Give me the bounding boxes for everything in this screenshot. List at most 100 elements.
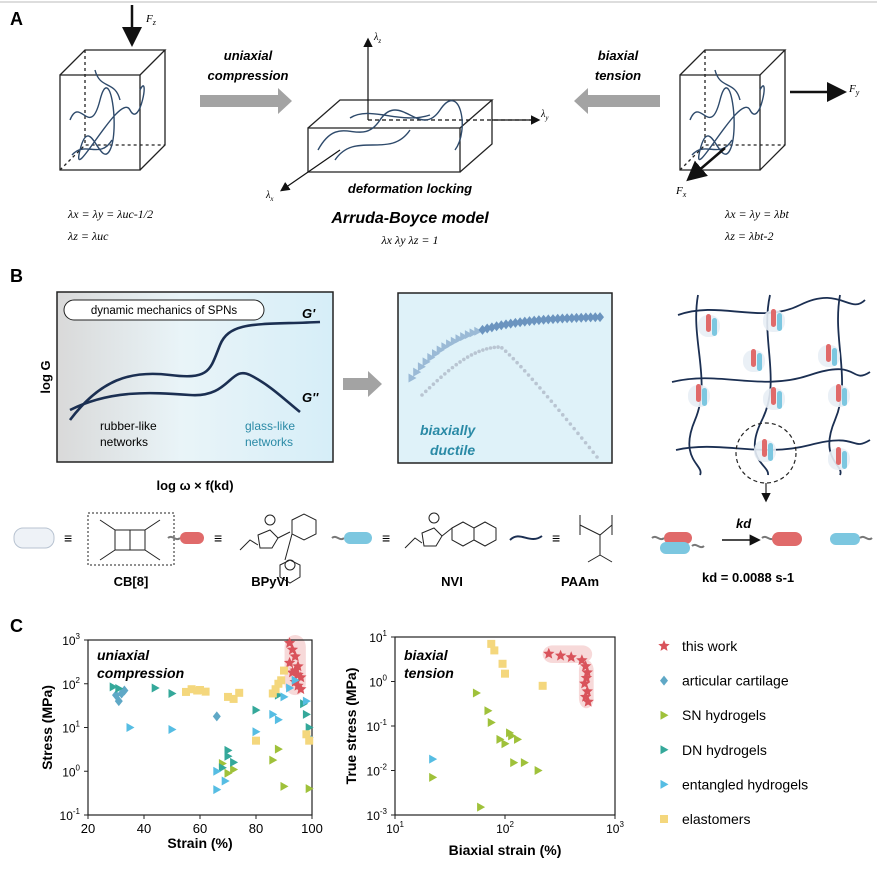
nvi-tail-icon [331,535,345,541]
data-point [472,688,481,698]
data-point [277,676,286,685]
data-point [151,683,160,693]
data-point [534,766,543,775]
y-tick-label: 10-1 [367,718,388,734]
ductile-point [422,357,431,367]
ductile-point [469,353,474,357]
network-diagram [671,294,871,503]
data-point [498,659,507,668]
compression-label: compression [208,68,289,83]
data-point [213,785,222,795]
data-point [305,736,314,745]
chart1-ylabel: Stress (MPa) [39,685,55,770]
data-point [501,669,509,678]
cb8-structure [87,512,175,566]
ductile-point [511,317,520,328]
y-tick-label: 100 [62,763,80,779]
ductile-point [525,316,534,327]
data-point [114,696,123,707]
ductile-point [534,381,538,386]
data-point [221,776,230,786]
ductile-point [431,382,436,386]
data-point [510,758,519,768]
data-point [182,687,190,696]
ductile-point [572,312,581,323]
data-point [201,687,210,696]
data-point [109,682,118,692]
data-point [168,688,177,698]
ductile-point [583,440,588,445]
ductile-point [462,357,466,362]
data-point [305,723,314,732]
ductile-point [439,375,443,380]
right-gray-arrow [574,88,660,114]
ductile-label-1: biaxially [420,422,476,438]
glass-label-1: glass-like [245,419,295,433]
equiv-1: ≡ [64,530,72,546]
ductile-point [446,339,455,349]
x-tick-label: 60 [193,821,207,836]
axis-x [280,149,341,192]
ductile-point [579,436,584,440]
data-point [252,727,261,737]
data-point [538,681,547,690]
ductile-point [596,312,604,323]
data-point [252,705,261,715]
data-point [224,745,233,755]
chart1-annotation-2: compression [97,665,184,681]
y-tick-label: 103 [62,632,80,648]
bpyvi-unit [706,314,711,332]
data-point [581,685,593,697]
ductile-label-2: ductile [430,442,475,458]
data-point [543,647,555,659]
ductile-point [549,399,554,404]
x-tick-label: 20 [81,821,95,836]
ductile-point [465,355,470,359]
panel-b-label: B [10,266,23,286]
ductile-point [417,362,426,372]
data-point [230,764,239,774]
ductile-point [577,312,586,323]
data-point [565,651,577,663]
y-tick-label: 102 [62,676,80,692]
ductile-point [427,385,432,390]
data-point [579,660,592,672]
data-point [187,685,196,694]
data-point [218,763,227,773]
model-equation: λx λy λz = 1 [380,233,438,247]
ductile-point [558,313,567,324]
ductile-point [520,316,529,327]
kd-arrow-label: kd [736,516,752,531]
x-tick-label: 100 [301,821,323,836]
nvi-structure [404,512,497,549]
rubber-label-1: rubber-like [100,419,157,433]
ductile-point [553,403,557,408]
data-point [292,668,304,680]
left-cube-chains [69,69,145,161]
ductile-point [450,336,459,346]
data-point [224,751,233,761]
right-eq-1: λx = λy = λbt [724,207,789,221]
data-point [302,730,311,739]
ductile-point [534,315,543,326]
legend-label: SN hydrogels [682,707,766,723]
ductile-point [464,330,473,340]
ductile-point [507,353,512,357]
ductile-point [549,314,557,325]
legend-label: entangled hydrogels [682,776,808,792]
data-point [280,692,289,702]
nvi-unit [842,388,847,406]
data-point [581,666,593,678]
nvi-unit [777,391,782,409]
data-point [582,695,594,707]
right-eq-2: λz = λbt-2 [724,229,774,243]
log-g-ylabel: log G [38,360,53,393]
nvi-unit [777,313,782,331]
data-point [268,689,277,698]
data-point [212,711,221,722]
data-point [115,683,124,693]
ductile-point [450,365,455,370]
data-point [280,666,288,675]
data-point [579,690,592,702]
